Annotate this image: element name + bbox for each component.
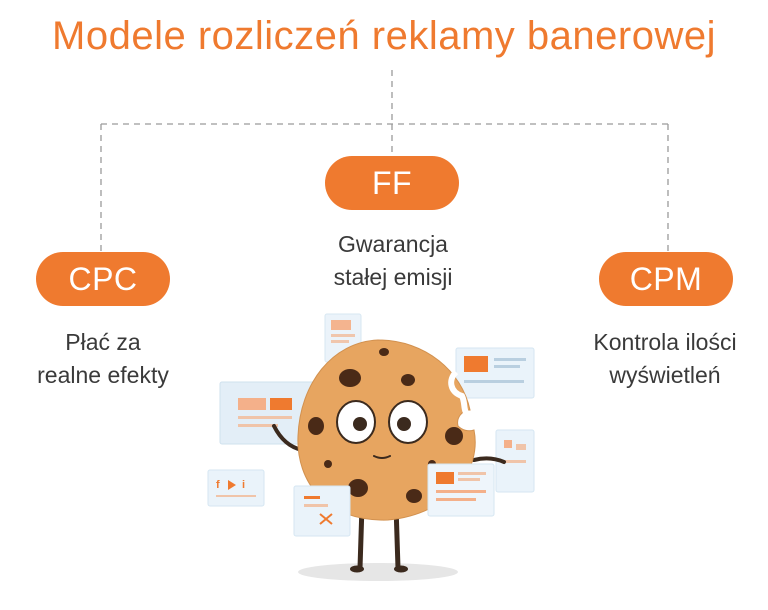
cookie-chocolate-chips xyxy=(308,348,463,503)
svg-text:f: f xyxy=(216,479,220,491)
model-description-ff: Gwarancja stałej emisji xyxy=(290,228,496,294)
description-line: stałej emisji xyxy=(333,264,453,290)
banner-card-social: f i xyxy=(207,469,265,507)
description-line: Płać za xyxy=(65,329,141,355)
banner-card-left xyxy=(219,381,317,445)
description-line: wyświetleń xyxy=(609,362,721,388)
cookie-mascot-illustration: f i xyxy=(207,313,535,581)
svg-text:i: i xyxy=(242,479,245,491)
banner-card-bottom xyxy=(293,485,351,537)
model-description-cpm: Kontrola ilości wyświetleń xyxy=(562,326,768,392)
cookie-bite xyxy=(448,369,472,419)
cookie-eyes xyxy=(336,400,428,444)
model-description-cpc: Płać za realne efekty xyxy=(0,326,206,392)
model-pill-ff: FF xyxy=(325,156,459,210)
cookie-mouth xyxy=(373,455,391,459)
description-line: Gwarancja xyxy=(338,231,448,257)
banner-card-right-top xyxy=(455,347,535,399)
description-line: Kontrola ilości xyxy=(593,329,737,355)
banner-card-right-front xyxy=(427,463,495,517)
model-pill-cpc: CPC xyxy=(36,252,170,306)
diagram-title: Modele rozliczeń reklamy banerowej xyxy=(52,14,716,58)
description-line: realne efekty xyxy=(37,362,169,388)
cookie-feet xyxy=(350,565,408,573)
model-pill-cpm: CPM xyxy=(599,252,733,306)
cookie-shadow xyxy=(298,563,458,581)
